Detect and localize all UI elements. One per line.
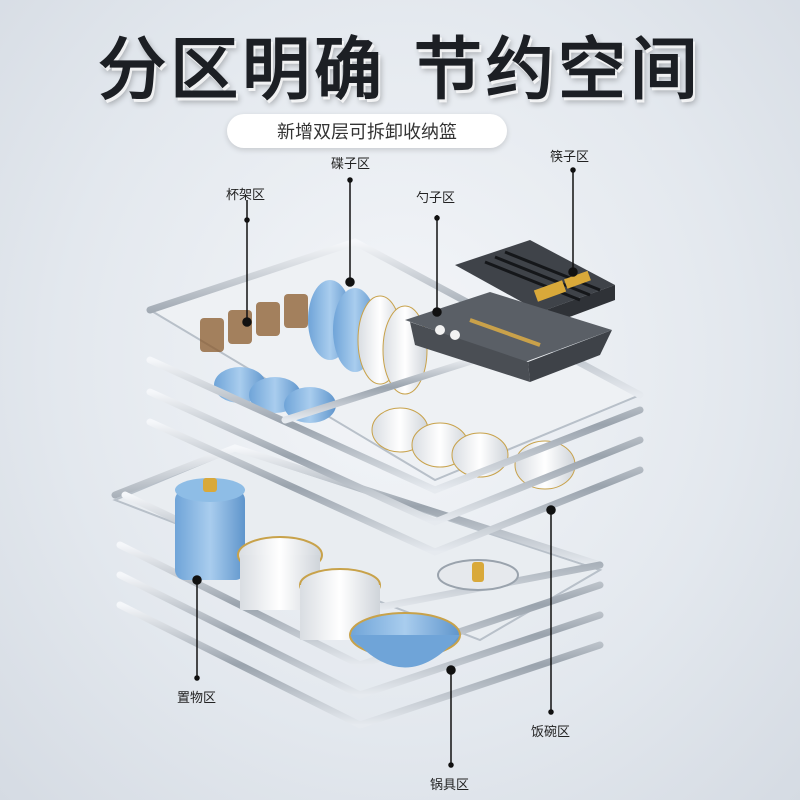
subtitle-pill: 新增双层可拆卸收纳篮	[227, 114, 507, 148]
label-bowl: 饭碗区	[531, 725, 571, 740]
label-spoon: 勺子区	[416, 191, 456, 206]
label-pot: 锅具区	[430, 778, 470, 793]
label-storage: 置物区	[177, 691, 217, 706]
label-cup-rack: 杯架区	[226, 188, 266, 203]
label-plate: 碟子区	[331, 157, 371, 172]
headline: 分区明确 节约空间	[98, 31, 702, 110]
subtitle-text: 新增双层可拆卸收纳篮	[277, 122, 457, 143]
label-chopsticks: 筷子区	[550, 150, 590, 165]
callout-lines	[192, 167, 578, 768]
upper-basket	[146, 238, 644, 564]
lower-basket	[111, 444, 604, 759]
spoon-tray	[405, 292, 612, 382]
blue-canister	[175, 490, 245, 580]
